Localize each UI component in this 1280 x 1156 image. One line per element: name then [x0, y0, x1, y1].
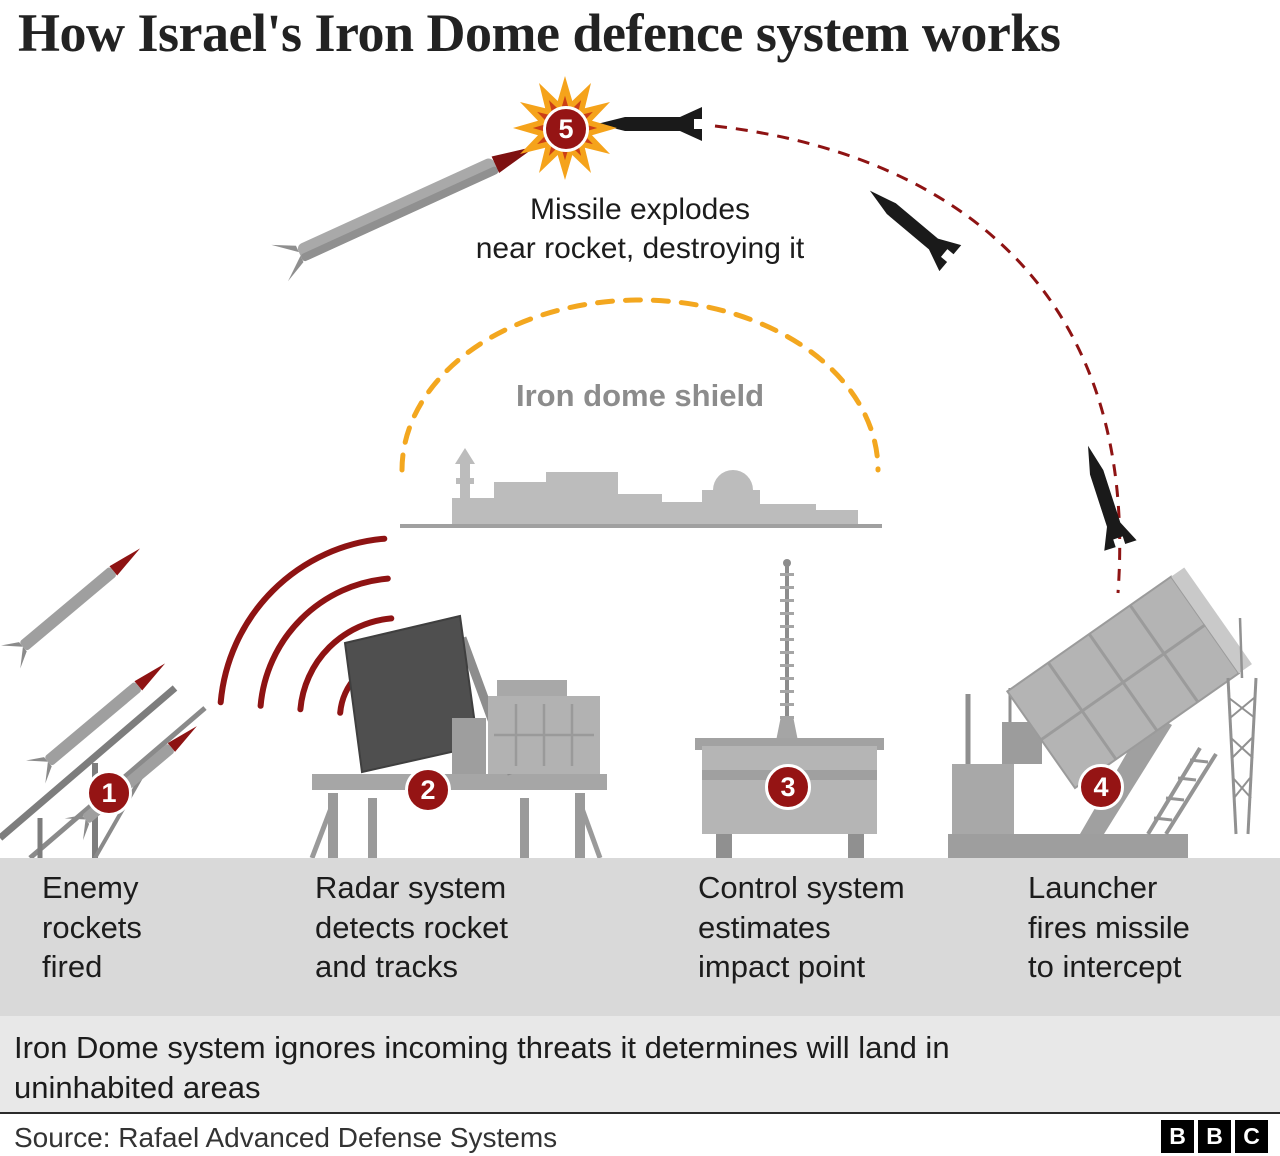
enemy-rocket-icon: [1, 536, 150, 669]
radar-waves: [217, 535, 398, 716]
bbc-logo: B B C: [1161, 1120, 1268, 1153]
step-caption-1: Enemy rockets fired: [42, 870, 142, 985]
city-skyline: [400, 448, 882, 528]
bbc-logo-block-2: B: [1198, 1120, 1231, 1153]
footer: Source: Rafael Advanced Defense Systems …: [0, 1112, 1280, 1156]
step-caption-3: Control system estimates impact point: [698, 870, 905, 985]
step-caption-4: Launcher fires missile to intercept: [1028, 870, 1190, 985]
intercept-missile-icon: [597, 107, 702, 141]
missile-closeup: [271, 146, 537, 282]
enemy-rocket-launcher-illustration: [0, 536, 207, 858]
intercept-missile-icon: [1071, 440, 1137, 551]
radar-system-illustration: [309, 614, 607, 858]
step-badge-2: 2: [405, 767, 451, 813]
step-badge-3: 3: [765, 764, 811, 810]
bbc-logo-block-3: C: [1235, 1120, 1268, 1153]
step-badge-4: 4: [1078, 764, 1124, 810]
lattice-antenna: [1226, 617, 1258, 835]
note-band: Iron Dome system ignores incoming threat…: [0, 1016, 1280, 1112]
control-system-illustration: [695, 559, 884, 858]
iron-dome-shield-label: Iron dome shield: [515, 378, 765, 413]
bbc-logo-block-1: B: [1161, 1120, 1194, 1153]
note-text: Iron Dome system ignores incoming threat…: [14, 1030, 950, 1106]
step-caption-2: Radar system detects rocket and tracks: [315, 870, 508, 985]
interception-badge: 5: [543, 106, 589, 152]
diagram-canvas: [0, 76, 1258, 858]
source-text: Source: Rafael Advanced Defense Systems: [14, 1122, 558, 1153]
missile-trajectory-path: [714, 124, 1122, 594]
page-title: How Israel's Iron Dome defence system wo…: [18, 3, 1061, 63]
interception-caption: Missile explodes near rocket, destroying…: [475, 193, 805, 265]
iron-dome-shield-arc: [399, 297, 881, 473]
step-badge-1: 1: [86, 770, 132, 816]
missile-launcher-illustration: [948, 567, 1258, 858]
caption-band: [0, 858, 1280, 1016]
